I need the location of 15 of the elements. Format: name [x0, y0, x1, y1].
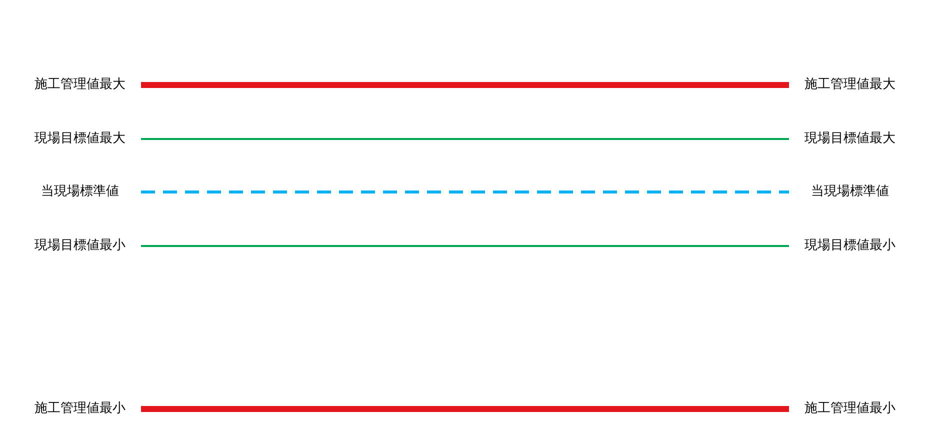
level-line	[141, 138, 789, 140]
level-label: 施工管理値最小	[25, 400, 135, 418]
level-label: 現場目標値最小	[795, 237, 905, 255]
level-label: 施工管理値最大	[795, 76, 905, 94]
level-label: 現場目標値最大	[25, 130, 135, 148]
level-line	[141, 190, 789, 194]
level-line	[141, 245, 789, 247]
level-line	[141, 82, 789, 88]
level-label: 施工管理値最大	[25, 76, 135, 94]
level-label: 施工管理値最小	[795, 400, 905, 418]
level-label: 当現場標準値	[795, 183, 905, 201]
level-label: 当現場標準値	[25, 183, 135, 201]
level-label: 現場目標値最小	[25, 237, 135, 255]
level-line	[141, 406, 789, 412]
level-label: 現場目標値最大	[795, 130, 905, 148]
